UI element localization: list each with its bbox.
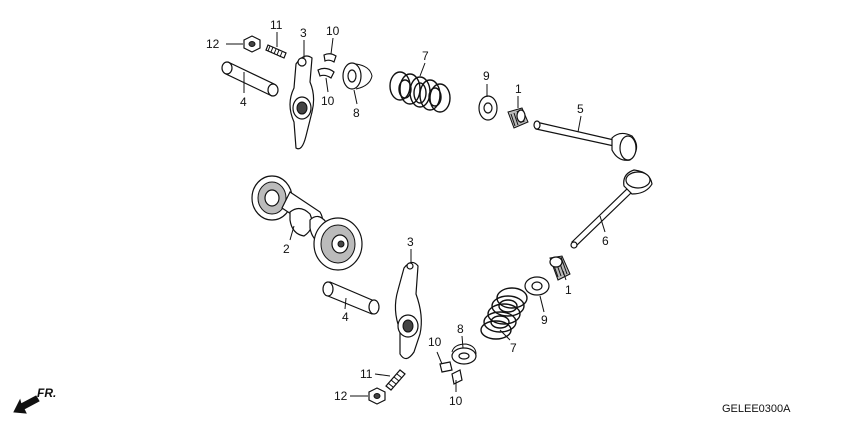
spring-retainer-bottom xyxy=(451,343,477,365)
rocker-shaft-bottom xyxy=(322,281,380,315)
stem-seal-bottom xyxy=(549,255,571,281)
callout-3-bottom: 3 xyxy=(407,235,414,249)
spring-seat-bottom xyxy=(524,276,550,296)
callout-11-top: 11 xyxy=(270,18,283,32)
callout-2: 2 xyxy=(283,242,290,256)
callout-10-top-a: 10 xyxy=(326,24,340,38)
nut-bottom xyxy=(368,387,386,405)
front-arrow-icon xyxy=(13,395,40,414)
callout-8-top: 8 xyxy=(353,106,360,120)
valve-cotter-top-a xyxy=(323,53,337,63)
camshaft xyxy=(251,175,363,271)
callout-12-bottom: 12 xyxy=(334,389,348,403)
callouts: 12 11 3 10 10 4 8 7 9 1 5 2 6 3 1 9 4 8 … xyxy=(206,18,609,408)
callout-7-bottom: 7 xyxy=(510,341,517,355)
rocker-arm-bottom xyxy=(394,261,422,360)
callout-10-bottom-b: 10 xyxy=(449,394,463,408)
callout-12-top: 12 xyxy=(206,37,220,51)
callout-3-top: 3 xyxy=(300,26,307,40)
callout-8-bottom: 8 xyxy=(457,322,464,336)
callout-10-top-b: 10 xyxy=(321,94,335,108)
valve-bottom xyxy=(570,169,653,249)
callout-1-bottom: 1 xyxy=(565,283,572,297)
callout-10-bottom-a: 10 xyxy=(428,335,442,349)
valve-spring-top xyxy=(389,71,451,113)
diagram-code: GELEE0300A xyxy=(722,403,791,415)
valve-top xyxy=(533,120,638,161)
valve-spring-bottom xyxy=(480,287,528,340)
spring-seat-top xyxy=(478,95,498,121)
spring-retainer-top xyxy=(342,62,373,90)
callout-5: 5 xyxy=(577,102,584,116)
callout-9-top: 9 xyxy=(483,69,490,83)
callout-4-top: 4 xyxy=(240,95,247,109)
adjusting-screw-bottom xyxy=(385,369,406,391)
callout-6: 6 xyxy=(602,234,609,248)
valve-cotter-bottom-b xyxy=(451,369,463,385)
rocker-shaft-top xyxy=(221,61,279,97)
callout-1-top: 1 xyxy=(515,82,522,96)
callout-9-bottom: 9 xyxy=(541,313,548,327)
valve-cotter-top-b xyxy=(317,67,335,79)
rocker-arm-top xyxy=(289,55,315,150)
callout-11-bottom: 11 xyxy=(360,367,373,381)
leader-lines xyxy=(226,32,606,397)
front-label: FR. xyxy=(37,386,56,400)
nut-top xyxy=(243,35,261,53)
callout-4-bottom: 4 xyxy=(342,310,349,324)
callout-7-top: 7 xyxy=(422,49,429,63)
adjusting-screw-top xyxy=(265,44,287,59)
stem-seal-top xyxy=(507,107,529,129)
valve-cotter-bottom-a xyxy=(439,361,453,373)
